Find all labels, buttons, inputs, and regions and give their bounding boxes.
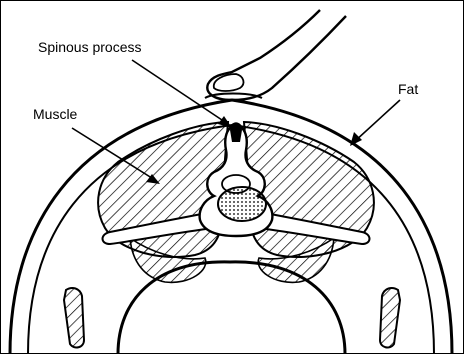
- fat-pointer: [350, 100, 400, 146]
- muscle-label: Muscle: [33, 106, 77, 122]
- right-rib: [380, 288, 400, 347]
- spinous-process-label: Spinous process: [38, 39, 142, 55]
- spinous-process: [230, 124, 242, 142]
- left-rib: [64, 288, 84, 347]
- spinal-cord: [218, 187, 266, 221]
- fat-label: Fat: [398, 81, 418, 97]
